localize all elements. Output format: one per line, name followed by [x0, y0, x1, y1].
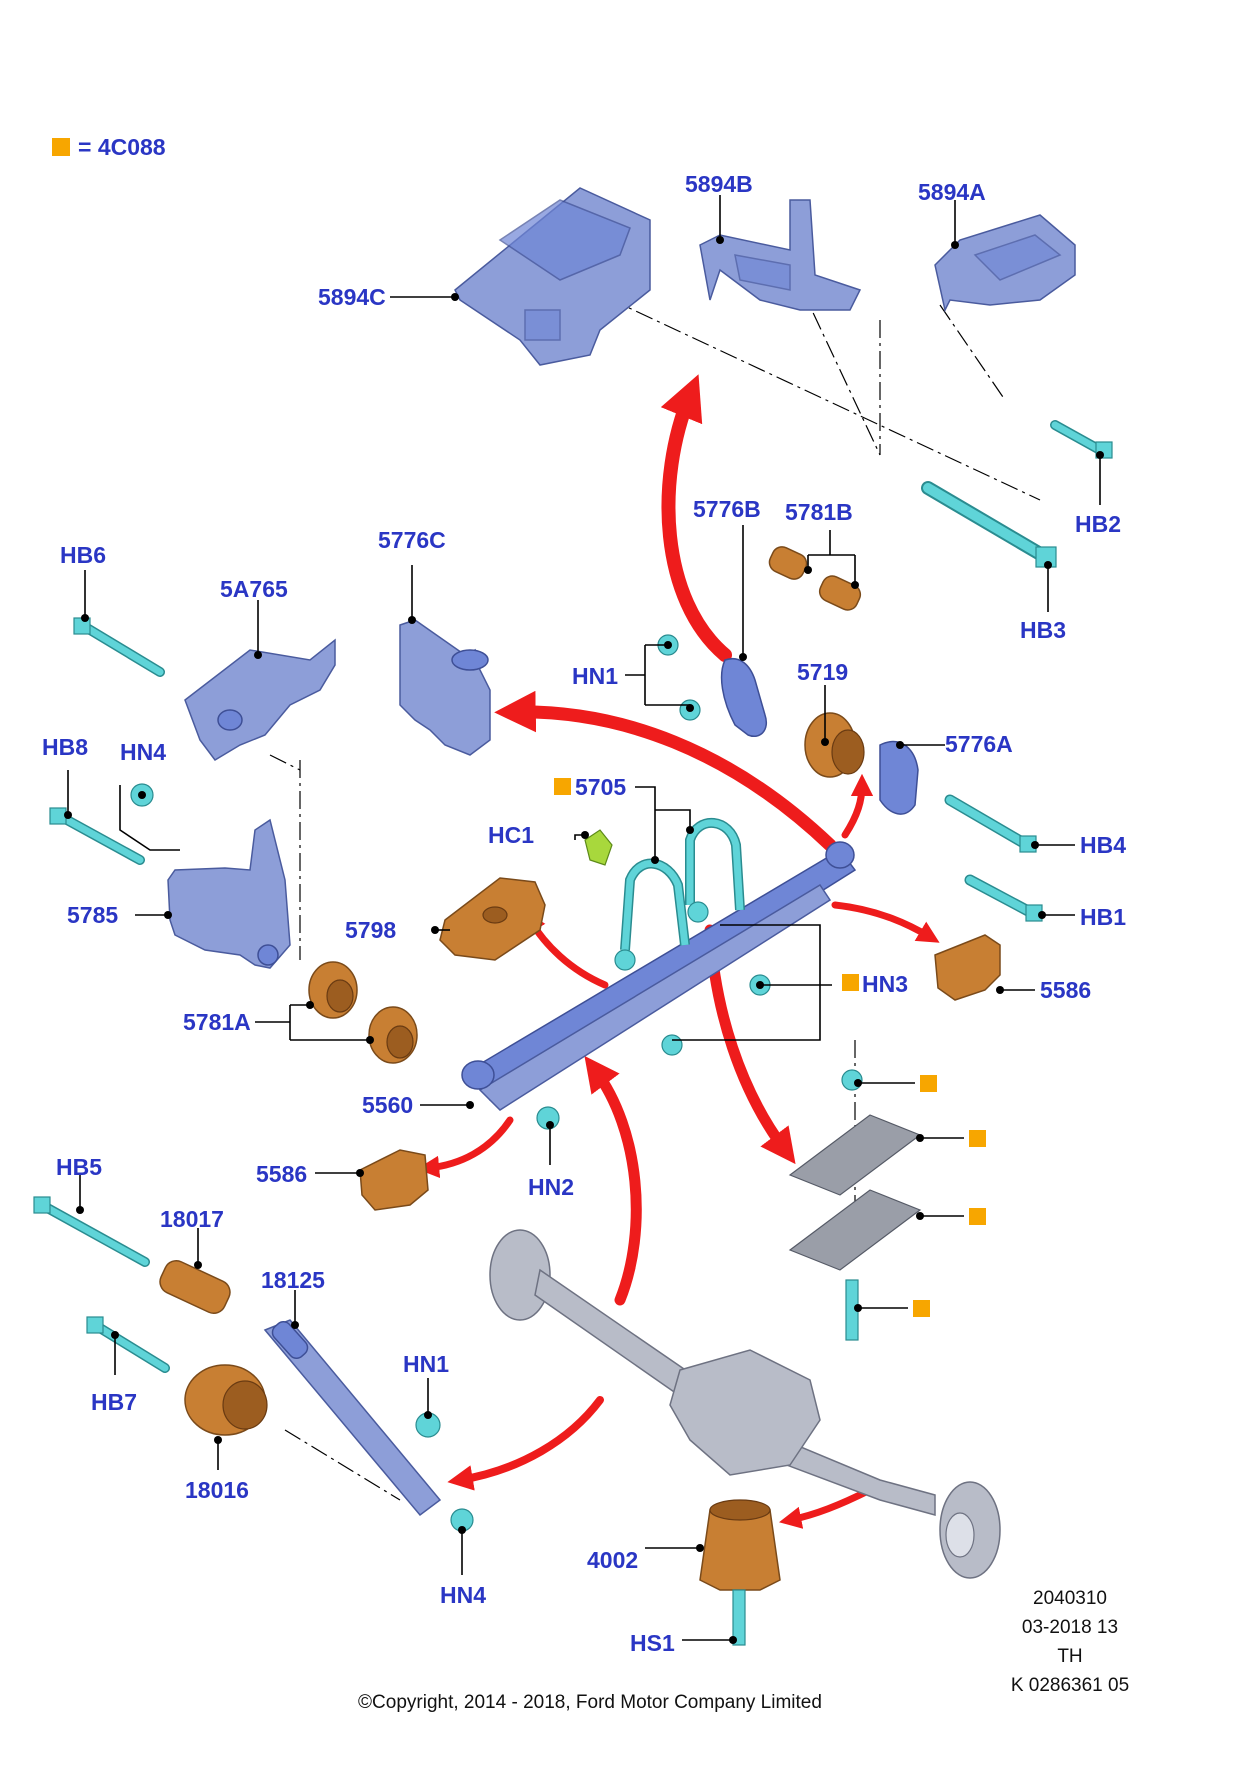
legend-swatch	[52, 138, 70, 156]
bushing-18017	[159, 1259, 231, 1315]
assembly-lines	[269, 284, 1041, 1501]
bushing-18016	[184, 1364, 268, 1436]
label-hc1: HC1	[488, 822, 534, 848]
bolt-hb4	[944, 794, 1037, 853]
label-hn4-top: HN4	[120, 739, 166, 765]
label-hn1-bottom: HN1	[403, 1351, 449, 1377]
label-hb6: HB6	[60, 542, 106, 568]
leader-lines	[64, 195, 1104, 1644]
bolt-hb1	[964, 874, 1043, 922]
bumper-5586-left	[359, 1149, 429, 1211]
bracket-5894c	[454, 187, 651, 366]
label-hb5: HB5	[56, 1154, 102, 1180]
label-hs1: HS1	[630, 1630, 675, 1656]
bolt-hb3	[921, 481, 1057, 568]
bushings-5781b	[768, 546, 862, 611]
leaf-spring-5560	[461, 841, 857, 1111]
label-5776a: 5776A	[945, 731, 1013, 757]
bumper-5586-right	[934, 934, 1001, 1001]
bolt-hb8	[49, 807, 145, 865]
bushings-5781a	[308, 961, 418, 1064]
label-5776c: 5776C	[378, 527, 446, 553]
info-line1: 2040310	[1033, 1588, 1107, 1609]
label-5894b: 5894B	[685, 171, 753, 197]
label-hb1: HB1	[1080, 904, 1126, 930]
label-5a765: 5A765	[220, 576, 288, 602]
label-18017: 18017	[160, 1206, 224, 1232]
label-5560: 5560	[362, 1092, 413, 1118]
label-5586-left: 5586	[256, 1161, 307, 1187]
label-5781b: 5781B	[785, 499, 853, 525]
label-hb3: HB3	[1020, 617, 1066, 643]
label-18125: 18125	[261, 1267, 325, 1293]
hanger-5785	[167, 818, 291, 969]
legend-text: = 4C088	[78, 134, 166, 160]
shackle-5776b	[720, 658, 767, 737]
label-hb4: HB4	[1080, 832, 1126, 858]
label-5894c: 5894C	[318, 284, 386, 310]
shackle-5776a	[879, 740, 919, 815]
spacer-5798	[439, 877, 546, 961]
bolt-hb6	[73, 617, 165, 677]
label-5776b: 5776B	[693, 496, 761, 522]
label-5894a: 5894A	[918, 179, 986, 205]
copyright: ©Copyright, 2014 - 2018, Ford Motor Comp…	[358, 1692, 822, 1713]
info-line4: K 0286361 05	[1011, 1675, 1129, 1696]
label-hb2: HB2	[1075, 511, 1121, 537]
label-hb8: HB8	[42, 734, 88, 760]
bracket-5a765	[184, 638, 336, 761]
label-5798: 5798	[345, 917, 396, 943]
label-5785: 5785	[67, 902, 118, 928]
shock-absorber-18125	[263, 1319, 442, 1517]
bump-stop-4002	[699, 1499, 781, 1646]
label-hb7: HB7	[91, 1389, 137, 1415]
shackle-5776c	[399, 619, 491, 756]
legend: = 4C088	[52, 134, 166, 160]
label-5719: 5719	[797, 659, 848, 685]
part-labels: 5894C 5894B 5894A HB2 HB3 5776B 5781B HB…	[42, 171, 1126, 1656]
bolt-hb7	[86, 1316, 170, 1373]
bushing-5719	[804, 712, 865, 778]
label-18016: 18016	[185, 1477, 249, 1503]
rear-axle	[489, 1229, 1001, 1579]
info-line2: 03-2018 13	[1022, 1617, 1118, 1638]
label-hn1-top: HN1	[572, 663, 618, 689]
label-4002: 4002	[587, 1547, 638, 1573]
label-5586-right: 5586	[1040, 977, 1091, 1003]
info-line3: TH	[1057, 1646, 1082, 1667]
clip-hc1	[584, 829, 613, 866]
bracket-5894a	[934, 214, 1076, 313]
info-block: 2040310 03-2018 13 TH K 0286361 05	[1011, 1588, 1129, 1696]
bolt-hb5	[33, 1196, 150, 1267]
red-arrows	[416, 374, 940, 1529]
legend-markers-shims	[554, 778, 986, 1317]
label-hn4-bottom: HN4	[440, 1582, 486, 1608]
label-hn3: HN3	[862, 971, 908, 997]
label-5705: 5705	[575, 774, 626, 800]
shim-stack	[788, 1069, 922, 1341]
bracket-5894b	[699, 199, 862, 311]
label-5781a: 5781A	[183, 1009, 251, 1035]
label-hn2: HN2	[528, 1174, 574, 1200]
